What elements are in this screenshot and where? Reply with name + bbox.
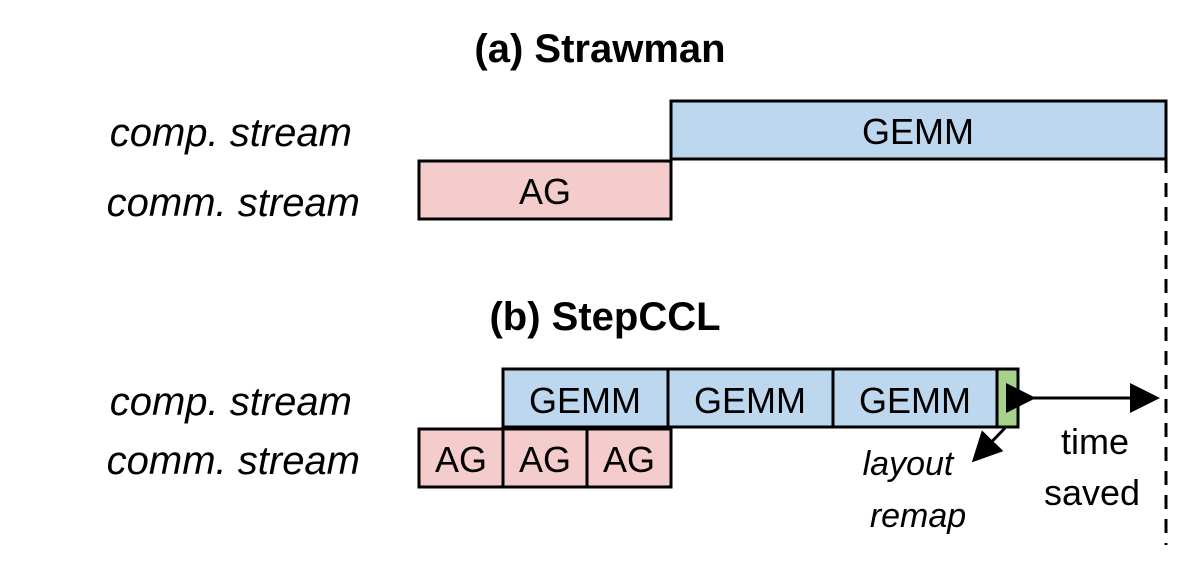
stepccl-comm-stream-label: comm. stream: [107, 439, 360, 483]
strawman-comp-stream-label: comp. stream: [110, 111, 352, 155]
strawman-title: (a) Strawman: [474, 27, 725, 71]
stepccl-gemm-label: GEMM: [694, 380, 806, 421]
layout-remap-label-line1: layout: [863, 445, 955, 483]
layout-remap-arrow: [971, 426, 1007, 463]
stepccl-ag-box: [585, 427, 673, 489]
time-saved-label-line2: saved: [1044, 472, 1140, 513]
strawman-gemm-label: GEMM: [862, 111, 974, 152]
strawman-ag-box: [417, 159, 673, 221]
stepccl-ag-label: AG: [519, 439, 571, 480]
stepccl-gemm-box: [666, 367, 835, 429]
strawman-gemm-box: [669, 99, 1168, 161]
strawman-comm-stream-label: comm. stream: [107, 181, 360, 225]
stepccl-ag-label: AG: [603, 439, 655, 480]
stepccl-ag-box: [417, 427, 505, 489]
time-saved-label-line1: time: [1061, 421, 1129, 462]
strawman-ag-label: AG: [519, 171, 571, 212]
layout-remap-label-line2: remap: [870, 497, 966, 535]
stepccl-comp-stream-label: comp. stream: [110, 380, 352, 424]
stepccl-gemm-label: GEMM: [529, 380, 641, 421]
stepccl-title: (b) StepCCL: [489, 295, 720, 339]
stepccl-ag-label: AG: [435, 439, 487, 480]
layout-remap-box: [995, 367, 1020, 429]
stepccl-gemm-label: GEMM: [859, 380, 971, 421]
